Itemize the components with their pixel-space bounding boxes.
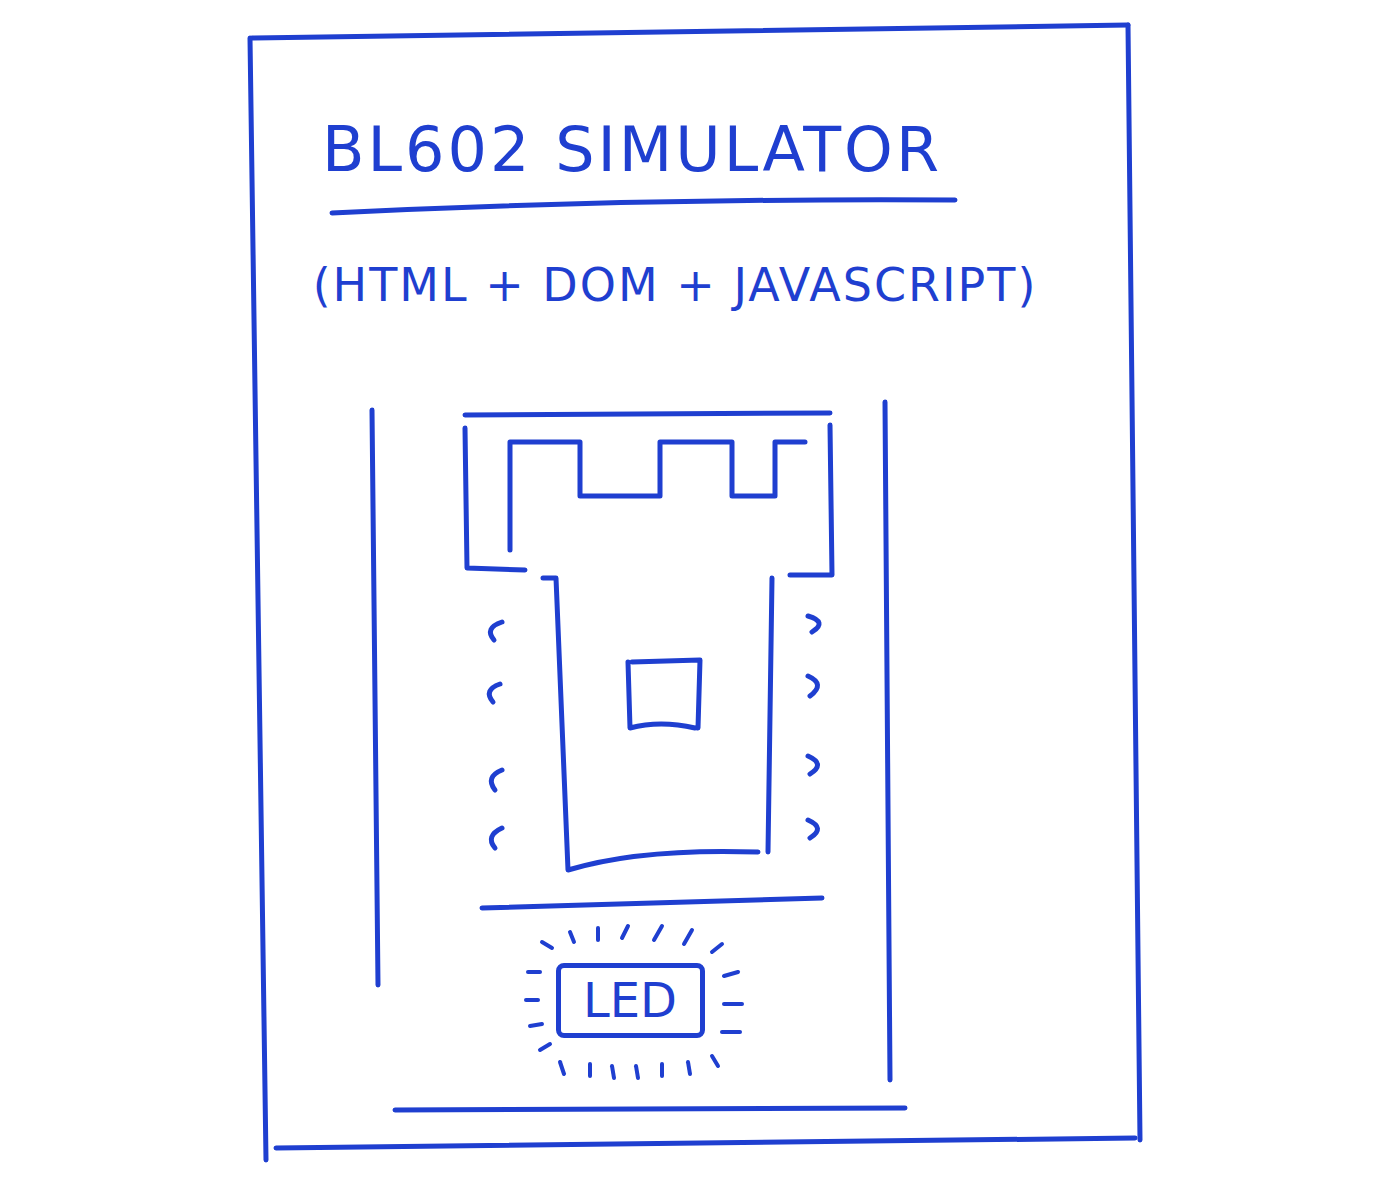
board-outline: [465, 413, 832, 870]
title-text: BL602 SIMULATOR: [322, 116, 942, 184]
pin-symbols: [489, 616, 819, 848]
led-glow-rays: [526, 926, 742, 1078]
led-label: LED: [583, 974, 677, 1027]
separator-line: [482, 898, 822, 908]
inner-frame: [372, 402, 905, 1110]
subtitle-text: (HTML + DOM + JAVASCRIPT): [313, 260, 1038, 311]
title-underline: [332, 200, 955, 213]
led-box: LED: [556, 963, 705, 1038]
chip-symbol: [628, 660, 700, 728]
page-frame: [250, 25, 1140, 1160]
